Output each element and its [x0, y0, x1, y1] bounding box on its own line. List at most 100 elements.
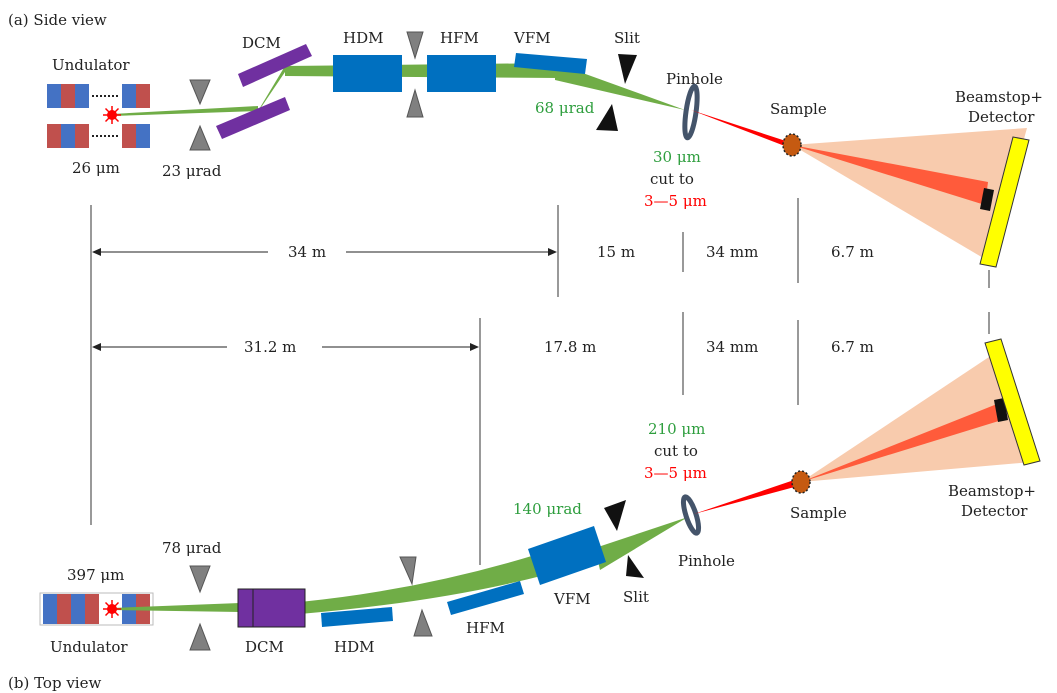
side-pinhole-icon — [682, 83, 700, 141]
top-beam-focus — [595, 517, 688, 570]
top-beam-focused — [694, 478, 802, 514]
top-aperture-label: 78 μrad — [162, 539, 222, 557]
top-beam-divergence-label: 140 μrad — [513, 500, 582, 518]
side-undulator-label: Undulator — [52, 56, 130, 74]
magnet-block — [136, 124, 150, 148]
side-detector — [979, 136, 1030, 268]
top-dist-31-2m: 31.2 m — [244, 338, 296, 356]
side-dist-15m: 15 m — [597, 243, 635, 261]
magnet-block — [47, 84, 61, 108]
top-dist-6-7m: 6.7 m — [831, 338, 874, 356]
top-dist-17-8m: 17.8 m — [544, 338, 596, 356]
side-detector-label-2: Detector — [968, 108, 1035, 126]
side-mid-aperture-top-icon — [406, 31, 424, 60]
top-aperture-top-icon — [189, 565, 211, 594]
side-dcm-label: DCM — [242, 34, 281, 52]
top-dcm — [237, 588, 306, 628]
side-source-star-icon — [103, 106, 121, 124]
top-dist-34mm: 34 mm — [706, 338, 758, 356]
side-dist-34mm: 34 mm — [706, 243, 758, 261]
side-pinhole-label: Pinhole — [666, 70, 723, 88]
top-scattered-beam — [801, 404, 1002, 482]
arrowhead-icon — [92, 248, 101, 256]
top-hfm-label: HFM — [466, 619, 505, 637]
side-hfm-mirror — [427, 55, 496, 92]
top-cut-to-label: cut to — [654, 442, 698, 460]
side-view-caption: (a) Side view — [8, 11, 107, 29]
top-view-caption: (b) Top view — [8, 674, 101, 692]
top-beam-source — [112, 603, 240, 612]
top-pinhole-label: Pinhole — [678, 552, 735, 570]
side-cut-to-label: cut to — [650, 170, 694, 188]
magnet-block — [122, 84, 136, 108]
top-slit-label: Slit — [623, 588, 649, 606]
side-hdm-label: HDM — [343, 29, 383, 47]
top-pinhole-icon — [680, 494, 702, 536]
side-mid-aperture-bottom-icon — [406, 88, 424, 118]
top-mid-aperture-top-icon — [399, 556, 417, 586]
side-slit-label: Slit — [614, 29, 640, 47]
magnet-block — [43, 594, 57, 624]
top-slit-bottom-icon — [626, 555, 644, 578]
magnet-block — [85, 594, 99, 624]
side-vfm-label: VFM — [513, 29, 551, 47]
side-dist-6-7m: 6.7 m — [831, 243, 874, 261]
top-hfm-mirror — [447, 581, 524, 615]
side-dcm-crystal-bottom — [216, 97, 290, 139]
side-aperture-bottom-icon — [189, 124, 211, 151]
top-undulator-label: Undulator — [50, 638, 128, 656]
top-sample-label: Sample — [790, 504, 847, 522]
top-slit-top-icon — [604, 500, 626, 531]
side-source-size-label: 26 μm — [72, 159, 120, 177]
magnet-block — [71, 594, 85, 624]
side-beamstop — [980, 188, 994, 211]
side-vfm-mirror — [514, 53, 587, 74]
side-aperture-top-icon — [189, 79, 211, 106]
top-vfm-label: VFM — [553, 590, 591, 608]
top-pinhole-size-label: 210 μm — [648, 420, 705, 438]
top-source-size-label: 397 μm — [67, 566, 124, 584]
top-hdm-label: HDM — [334, 638, 374, 656]
side-hfm-label: HFM — [440, 29, 479, 47]
side-sample-icon — [782, 133, 802, 157]
arrowhead-icon — [470, 343, 479, 351]
side-slit-top-icon — [618, 54, 637, 84]
top-dcm-label: DCM — [245, 638, 284, 656]
magnet-block — [47, 124, 61, 148]
arrowhead-icon — [548, 248, 557, 256]
side-beam-divergence-label: 68 μrad — [535, 99, 595, 117]
side-detector-label-1: Beamstop+ — [955, 88, 1043, 106]
side-beam-focus — [555, 63, 685, 110]
side-cut-size-label: 3—5 μm — [644, 192, 707, 210]
side-hdm-mirror — [333, 55, 402, 92]
magnet-block — [57, 594, 71, 624]
side-pinhole-size-label: 30 μm — [653, 148, 701, 166]
top-cut-size-label: 3—5 μm — [644, 464, 707, 482]
side-sample-label: Sample — [770, 100, 827, 118]
top-detector-label-1: Beamstop+ — [948, 482, 1036, 500]
side-beam-focused — [691, 110, 792, 148]
top-aperture-bottom-icon — [189, 622, 211, 651]
magnet-block — [75, 84, 89, 108]
top-source-star-icon — [103, 600, 121, 618]
side-beam-dcm-rise — [258, 66, 285, 111]
top-view-panel: (b) Top view 31.2 m 17.8 m 34 mm 6.7 m 3… — [8, 312, 1041, 692]
top-hdm-mirror — [321, 607, 393, 627]
top-scatter-fan — [801, 355, 1032, 482]
magnet-block — [122, 124, 136, 148]
side-view-panel: (a) Side view Undulator 26 μm — [8, 11, 1043, 525]
top-beam-main — [300, 555, 545, 614]
magnet-block — [75, 124, 89, 148]
magnet-block — [61, 124, 75, 148]
side-dist-34m: 34 m — [288, 243, 326, 261]
top-vfm-mirror — [528, 526, 606, 585]
magnet-block — [136, 84, 150, 108]
top-detector-label-2: Detector — [961, 502, 1028, 520]
side-aperture-label: 23 μrad — [162, 162, 222, 180]
side-dcm-crystal-top — [238, 44, 312, 87]
top-mid-aperture-bottom-icon — [413, 608, 433, 637]
side-slit-bottom-icon — [596, 104, 618, 131]
arrowhead-icon — [92, 343, 101, 351]
